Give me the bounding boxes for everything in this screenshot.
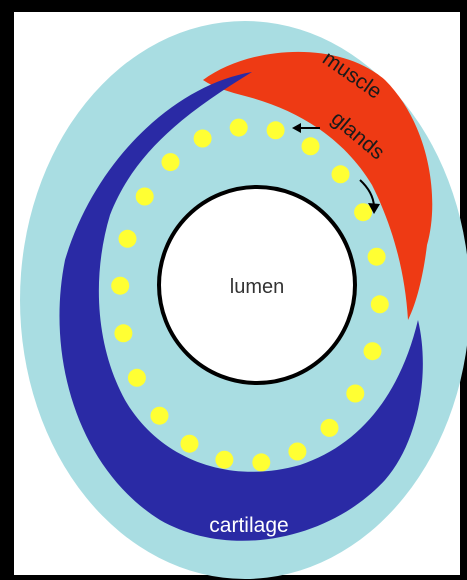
gland-dot	[321, 419, 339, 437]
gland-dot	[136, 188, 154, 206]
gland-dot	[354, 203, 372, 221]
gland-dot	[162, 153, 180, 171]
gland-dot	[252, 453, 270, 471]
gland-dot	[288, 443, 306, 461]
gland-dot	[346, 385, 364, 403]
gland-dot	[128, 369, 146, 387]
gland-dot	[151, 407, 169, 425]
gland-dot	[114, 324, 132, 342]
gland-dot	[368, 248, 386, 266]
gland-dot	[181, 435, 199, 453]
gland-dot	[371, 295, 389, 313]
gland-dot	[215, 451, 233, 469]
gland-dot	[267, 121, 285, 139]
gland-dot	[364, 342, 382, 360]
gland-dot	[194, 130, 212, 148]
gland-dot	[302, 137, 320, 155]
cartilage-label: cartilage	[209, 514, 288, 537]
gland-dot	[332, 165, 350, 183]
lumen-label: lumen	[230, 276, 284, 298]
gland-dot	[111, 277, 129, 295]
gland-dot	[230, 119, 248, 137]
gland-dot	[119, 230, 137, 248]
